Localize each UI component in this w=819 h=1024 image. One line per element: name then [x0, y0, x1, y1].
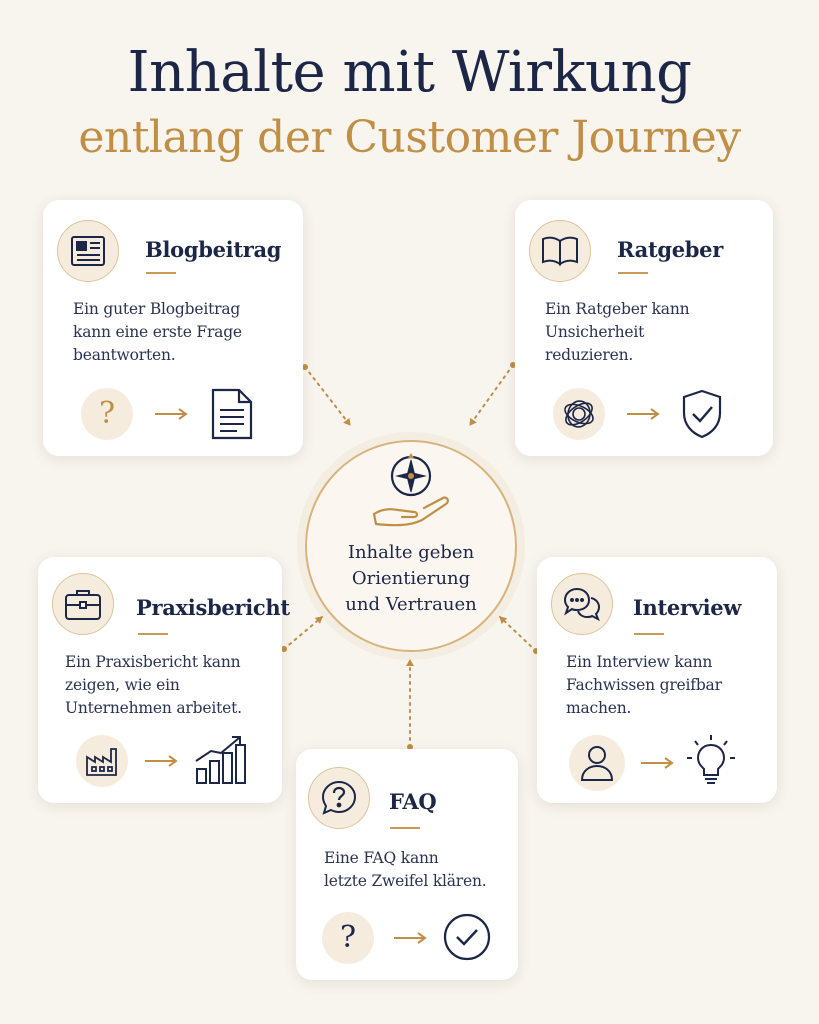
person-icon [569, 735, 625, 791]
connector-ratgeber [469, 364, 514, 426]
divider [146, 272, 176, 274]
card-description: Ein guter Blogbeitrag kann eine erste Fr… [73, 300, 242, 364]
center-label: Inhalte geben Orientierung und Vertrauen [345, 542, 477, 615]
card-faq: FAQ Eine FAQ kann letzte Zweifel klären.… [296, 749, 518, 980]
article-icon [57, 220, 119, 282]
shield-check-icon [682, 389, 722, 439]
compass-hand-icon [372, 453, 449, 527]
open-book-icon [529, 220, 591, 282]
connector-interview [499, 616, 537, 652]
card-interview: Interview Ein Interview kann Fachwissen … [537, 557, 777, 803]
arrow-right-icon [627, 408, 660, 420]
card-description: Eine FAQ kann letzte Zweifel klären. [324, 849, 487, 890]
card-title: Ratgeber [617, 237, 723, 262]
card-description: Ein Praxisbericht kann zeigen, wie ein U… [65, 653, 242, 717]
speech-bubbles-icon [551, 573, 613, 635]
question-mark-icon: ? [81, 388, 133, 440]
arrow-right-icon [394, 932, 427, 944]
card-title: FAQ [389, 789, 437, 814]
card-description: Ein Interview kann Fachwissen greifbar m… [566, 653, 722, 717]
question-mark-icon: ? [322, 912, 374, 964]
check-circle-icon [443, 913, 491, 961]
divider [618, 272, 648, 274]
factory-icon [76, 735, 128, 787]
card-title: Praxisbericht [136, 595, 290, 620]
divider [138, 633, 168, 635]
lightbulb-icon [687, 735, 735, 784]
page-subtitle: entlang der Customer Journey [78, 112, 741, 163]
card-praxisbericht: Praxisbericht Ein Praxisbericht kann zei… [38, 557, 290, 803]
divider [634, 633, 664, 635]
briefcase-icon [52, 573, 114, 635]
card-blogbeitrag: Blogbeitrag Ein guter Blogbeitrag kann e… [43, 200, 303, 456]
growth-chart-icon [195, 736, 246, 784]
card-description: Ein Ratgeber kann Unsicherheit reduziere… [545, 300, 690, 364]
document-icon [211, 388, 253, 440]
card-ratgeber: Ratgeber Ein Ratgeber kann Unsicherheit … [515, 200, 773, 456]
connector-praxis [283, 616, 323, 650]
arrow-right-icon [641, 757, 674, 769]
arrow-right-icon [145, 755, 178, 767]
connector-blog [304, 366, 351, 426]
tangle-icon [553, 388, 605, 440]
page-title: Inhalte mit Wirkung [127, 40, 692, 105]
card-title: Blogbeitrag [145, 237, 282, 262]
card-title: Interview [633, 595, 742, 620]
question-bubble-icon [308, 767, 370, 829]
divider [390, 827, 420, 829]
center-hub: Inhalte geben Orientierung und Vertrauen [305, 440, 517, 652]
arrow-right-icon [155, 408, 188, 420]
